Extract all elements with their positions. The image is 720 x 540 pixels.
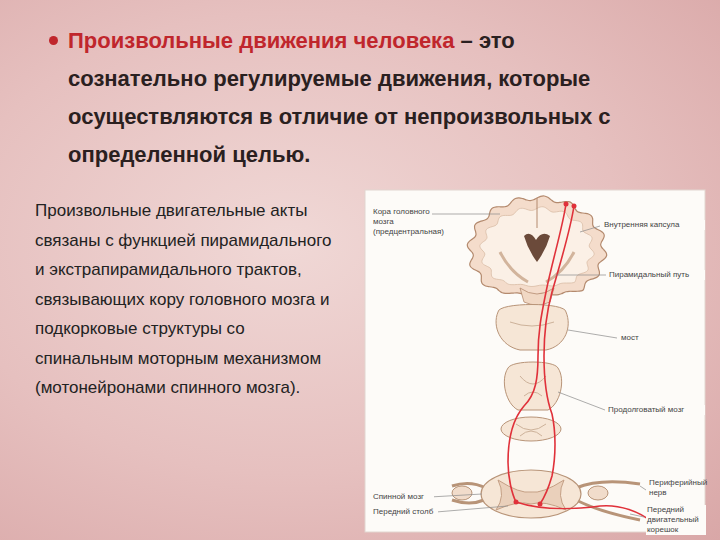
pons <box>496 305 568 351</box>
pyramidal-tract-crossed <box>508 204 566 502</box>
motor-neuron <box>538 502 543 507</box>
spinal-section-lower <box>481 470 581 518</box>
motor-axon <box>516 502 652 522</box>
spinal-ganglion-right <box>588 486 608 500</box>
part-label: Периферийный нерв <box>648 478 704 498</box>
pyramidal-tract-direct <box>540 206 574 504</box>
cortex-outline <box>467 196 606 296</box>
heading: Произвольные движения человека– это созн… <box>68 22 653 174</box>
cortex-neuron <box>564 202 569 207</box>
leader-lines <box>430 214 646 517</box>
cortex-neuron <box>572 204 577 209</box>
part-label: Спинной мозг <box>372 492 434 502</box>
part-label: Передний столб <box>372 507 438 517</box>
spinal-gray-upper <box>516 424 546 436</box>
part-label: Передний двигательный корешок <box>646 505 706 535</box>
pons-line <box>510 322 554 326</box>
longitudinal-fissure <box>537 198 538 228</box>
brain-section <box>467 196 606 305</box>
medulla <box>504 362 561 410</box>
part-label: Внутренняя капсула <box>603 220 705 230</box>
body-text: Произвольные двигательные акты связаны с… <box>35 196 340 403</box>
bullet-dot <box>49 36 58 45</box>
part-label: Продолговатый мозг <box>607 405 705 415</box>
figure-panel <box>365 190 705 532</box>
motor-neuron <box>514 500 519 505</box>
part-label: мост <box>620 333 682 343</box>
ventricles <box>524 234 550 262</box>
part-label: Кора головного мозга (предцентральная) <box>372 207 432 237</box>
title: Произвольные движения человека <box>68 28 454 53</box>
part-label: Пирамидальный путь <box>608 270 705 280</box>
spinal-ganglion-left <box>452 486 472 500</box>
